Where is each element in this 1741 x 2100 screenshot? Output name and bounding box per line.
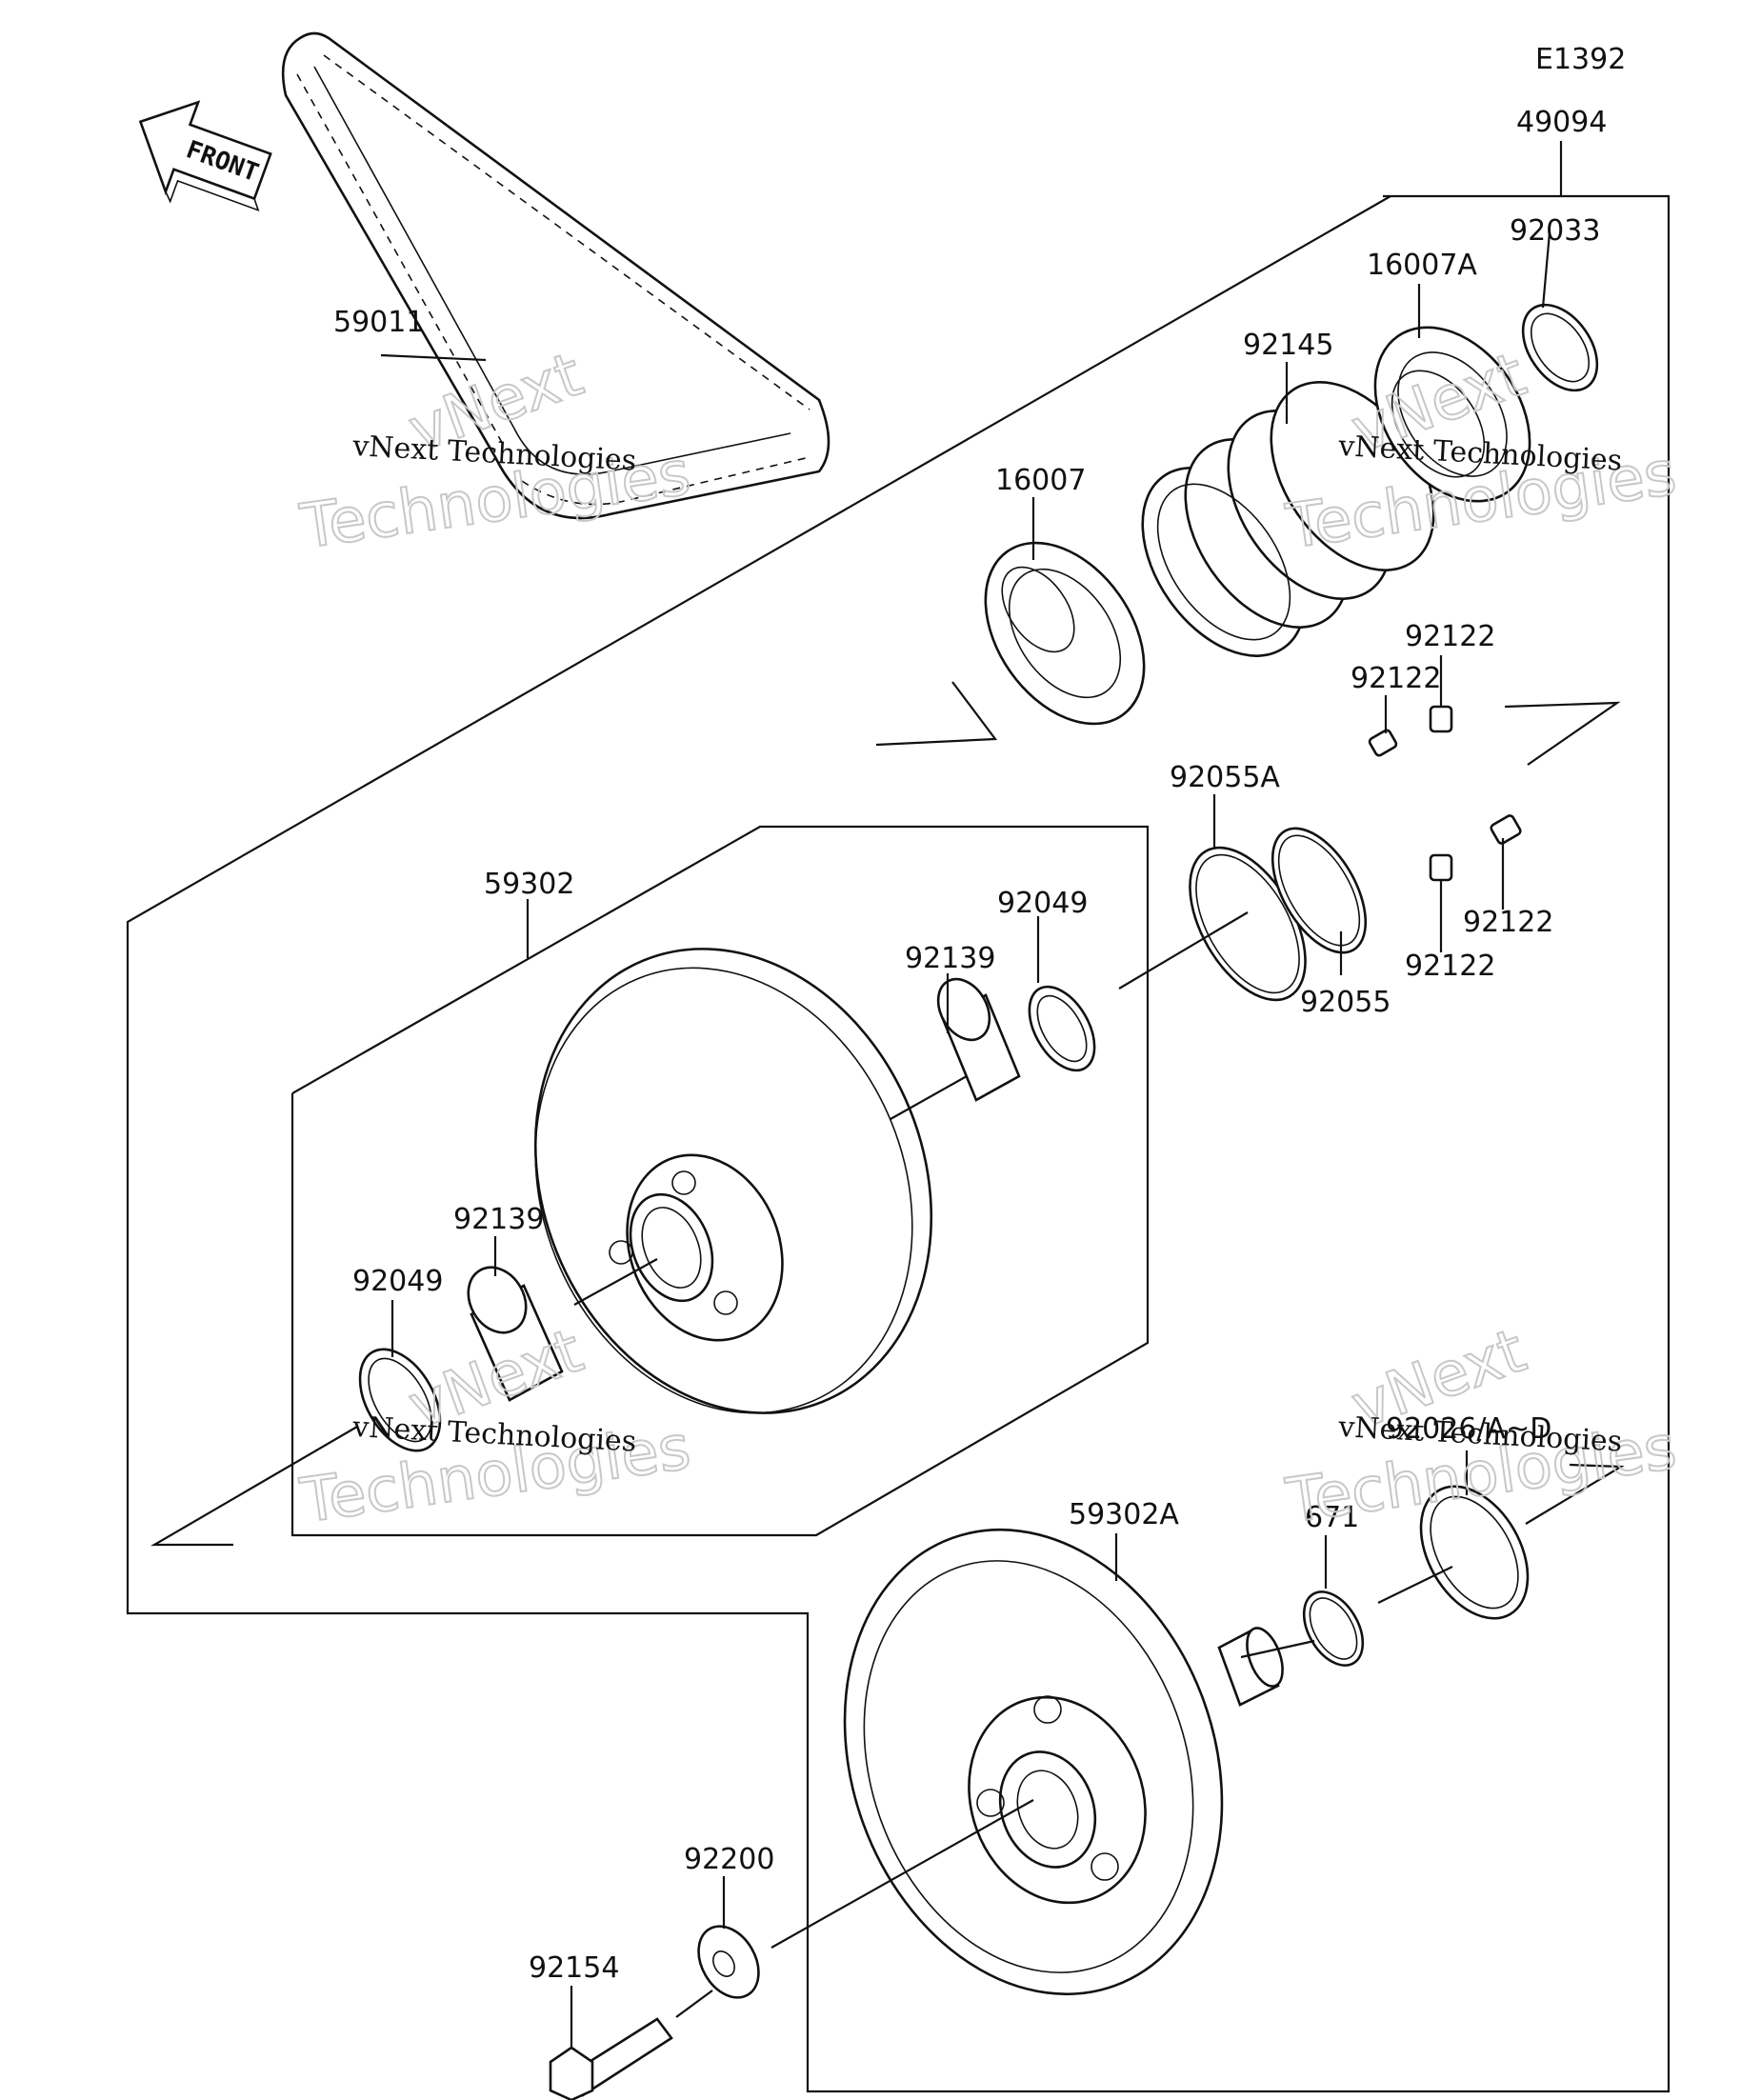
movable-sheave — [533, 948, 933, 1414]
snap-ring-92033 — [1521, 303, 1599, 392]
assembly-frame — [126, 141, 1671, 2093]
label-92033: 92033 — [1510, 214, 1600, 248]
label-671: 671 — [1305, 1501, 1359, 1534]
label-92122-d: 92122 — [1405, 950, 1495, 983]
o-ring-671-and-shim — [1302, 1485, 1530, 1667]
label-92200: 92200 — [684, 1843, 774, 1876]
label-59011: 59011 — [333, 306, 424, 339]
sliders-92122 — [1368, 705, 1522, 882]
label-59302a: 59302A — [1069, 1498, 1179, 1531]
bushings-lower — [358, 1266, 564, 1452]
label-16007a: 16007A — [1367, 249, 1477, 282]
part-labels: E1392 49094 92033 16007A 92145 59011 160… — [333, 43, 1626, 1985]
leader-lines — [380, 231, 1551, 2048]
seal-16007a — [1373, 326, 1531, 503]
o-rings-92055 — [1189, 827, 1368, 1002]
label-59302: 59302 — [484, 868, 574, 901]
label-92055: 92055 — [1300, 986, 1391, 1019]
seal-16007 — [984, 541, 1146, 726]
label-92139-lower: 92139 — [453, 1203, 544, 1236]
label-92026: 92026/A~D — [1386, 1412, 1551, 1446]
label-92049-lower: 92049 — [352, 1265, 443, 1298]
bushings-upper — [936, 977, 1096, 1102]
label-49094: 49094 — [1516, 106, 1607, 139]
label-92122-a: 92122 — [1405, 620, 1495, 653]
label-92139-upper: 92139 — [905, 942, 995, 975]
front-arrow-icon: FRONT — [138, 100, 272, 212]
label-92049-upper: 92049 — [997, 887, 1088, 920]
label-92145: 92145 — [1243, 329, 1333, 362]
label-92055a: 92055A — [1170, 761, 1280, 794]
washer-and-bolt — [549, 1925, 760, 2100]
label-92154: 92154 — [529, 1951, 619, 1985]
fixed-sheave — [843, 1528, 1284, 1996]
drive-belt — [281, 31, 830, 520]
label-16007: 16007 — [995, 464, 1086, 497]
label-92122-c: 92122 — [1463, 906, 1553, 939]
diagram-code: E1392 — [1535, 43, 1626, 76]
centre-lines — [150, 681, 1625, 2018]
label-92122-b: 92122 — [1351, 662, 1441, 695]
